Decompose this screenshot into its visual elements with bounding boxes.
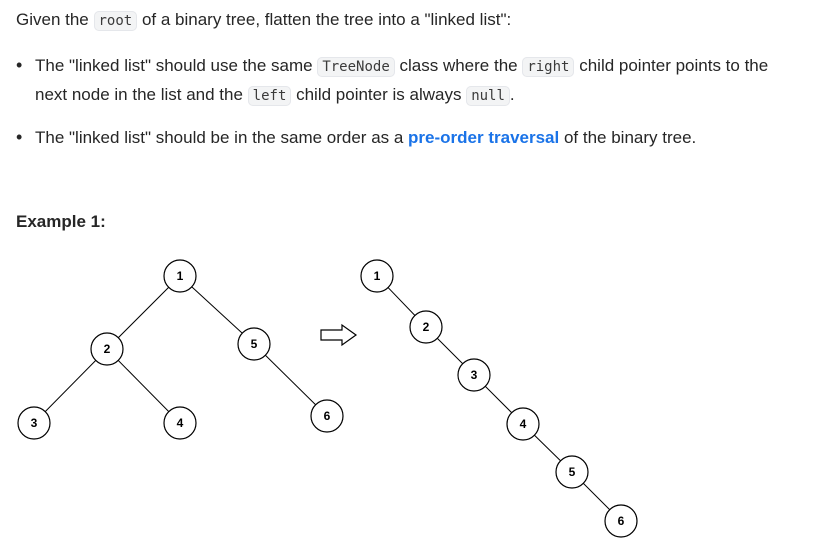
node-label: 5 xyxy=(569,465,576,479)
tree-node: 3 xyxy=(17,406,51,440)
tree-edge xyxy=(179,275,255,345)
node-label: 6 xyxy=(324,409,331,423)
code-null: null xyxy=(466,86,510,106)
code-treenode: TreeNode xyxy=(317,57,395,77)
tree-edge xyxy=(33,348,108,424)
node-label: 2 xyxy=(423,320,430,334)
tree-edge xyxy=(106,275,181,350)
tree-edges xyxy=(33,275,328,424)
node-label: 2 xyxy=(104,342,111,356)
code-left: left xyxy=(247,86,292,106)
tree-node: 4 xyxy=(163,406,197,440)
node-label: 4 xyxy=(177,416,184,430)
tree-edge xyxy=(106,348,181,424)
bullet-icon: • xyxy=(16,55,23,75)
list-node: 2 xyxy=(409,310,443,344)
list-node: 6 xyxy=(604,504,638,538)
node-label: 5 xyxy=(251,337,258,351)
node-label: 3 xyxy=(31,416,38,430)
intro-text-end: of a binary tree, flatten the tree into … xyxy=(137,10,512,29)
tree-node: 1 xyxy=(163,259,197,293)
intro-paragraph: Given the root of a binary tree, flatten… xyxy=(16,8,511,33)
tree-node: 6 xyxy=(310,399,344,433)
code-root: root xyxy=(93,11,138,31)
intro-text: Given the xyxy=(16,10,94,29)
node-label: 6 xyxy=(618,514,625,528)
list-node: 3 xyxy=(457,358,491,392)
list-node: 5 xyxy=(555,455,589,489)
code-right: right xyxy=(522,57,575,77)
requirements-list: •The "linked list" should use the same T… xyxy=(16,52,806,165)
node-label: 1 xyxy=(177,269,184,283)
node-label: 1 xyxy=(374,269,381,283)
list-item: •The "linked list" should be in the same… xyxy=(16,124,806,151)
list-node: 4 xyxy=(506,407,540,441)
tree-node: 5 xyxy=(237,327,271,361)
example-title: Example 1: xyxy=(16,212,106,231)
list-edges xyxy=(376,275,622,522)
list-node: 1 xyxy=(360,259,394,293)
node-label: 3 xyxy=(471,368,478,382)
tree-node: 2 xyxy=(90,332,124,366)
list-item: •The "linked list" should use the same T… xyxy=(16,52,806,110)
node-label: 4 xyxy=(520,417,527,431)
bullet-icon: • xyxy=(16,127,23,147)
right-arrow-icon xyxy=(320,323,358,347)
pre-order-traversal-link[interactable]: pre-order traversal xyxy=(408,128,560,147)
tree-edge xyxy=(253,343,328,417)
